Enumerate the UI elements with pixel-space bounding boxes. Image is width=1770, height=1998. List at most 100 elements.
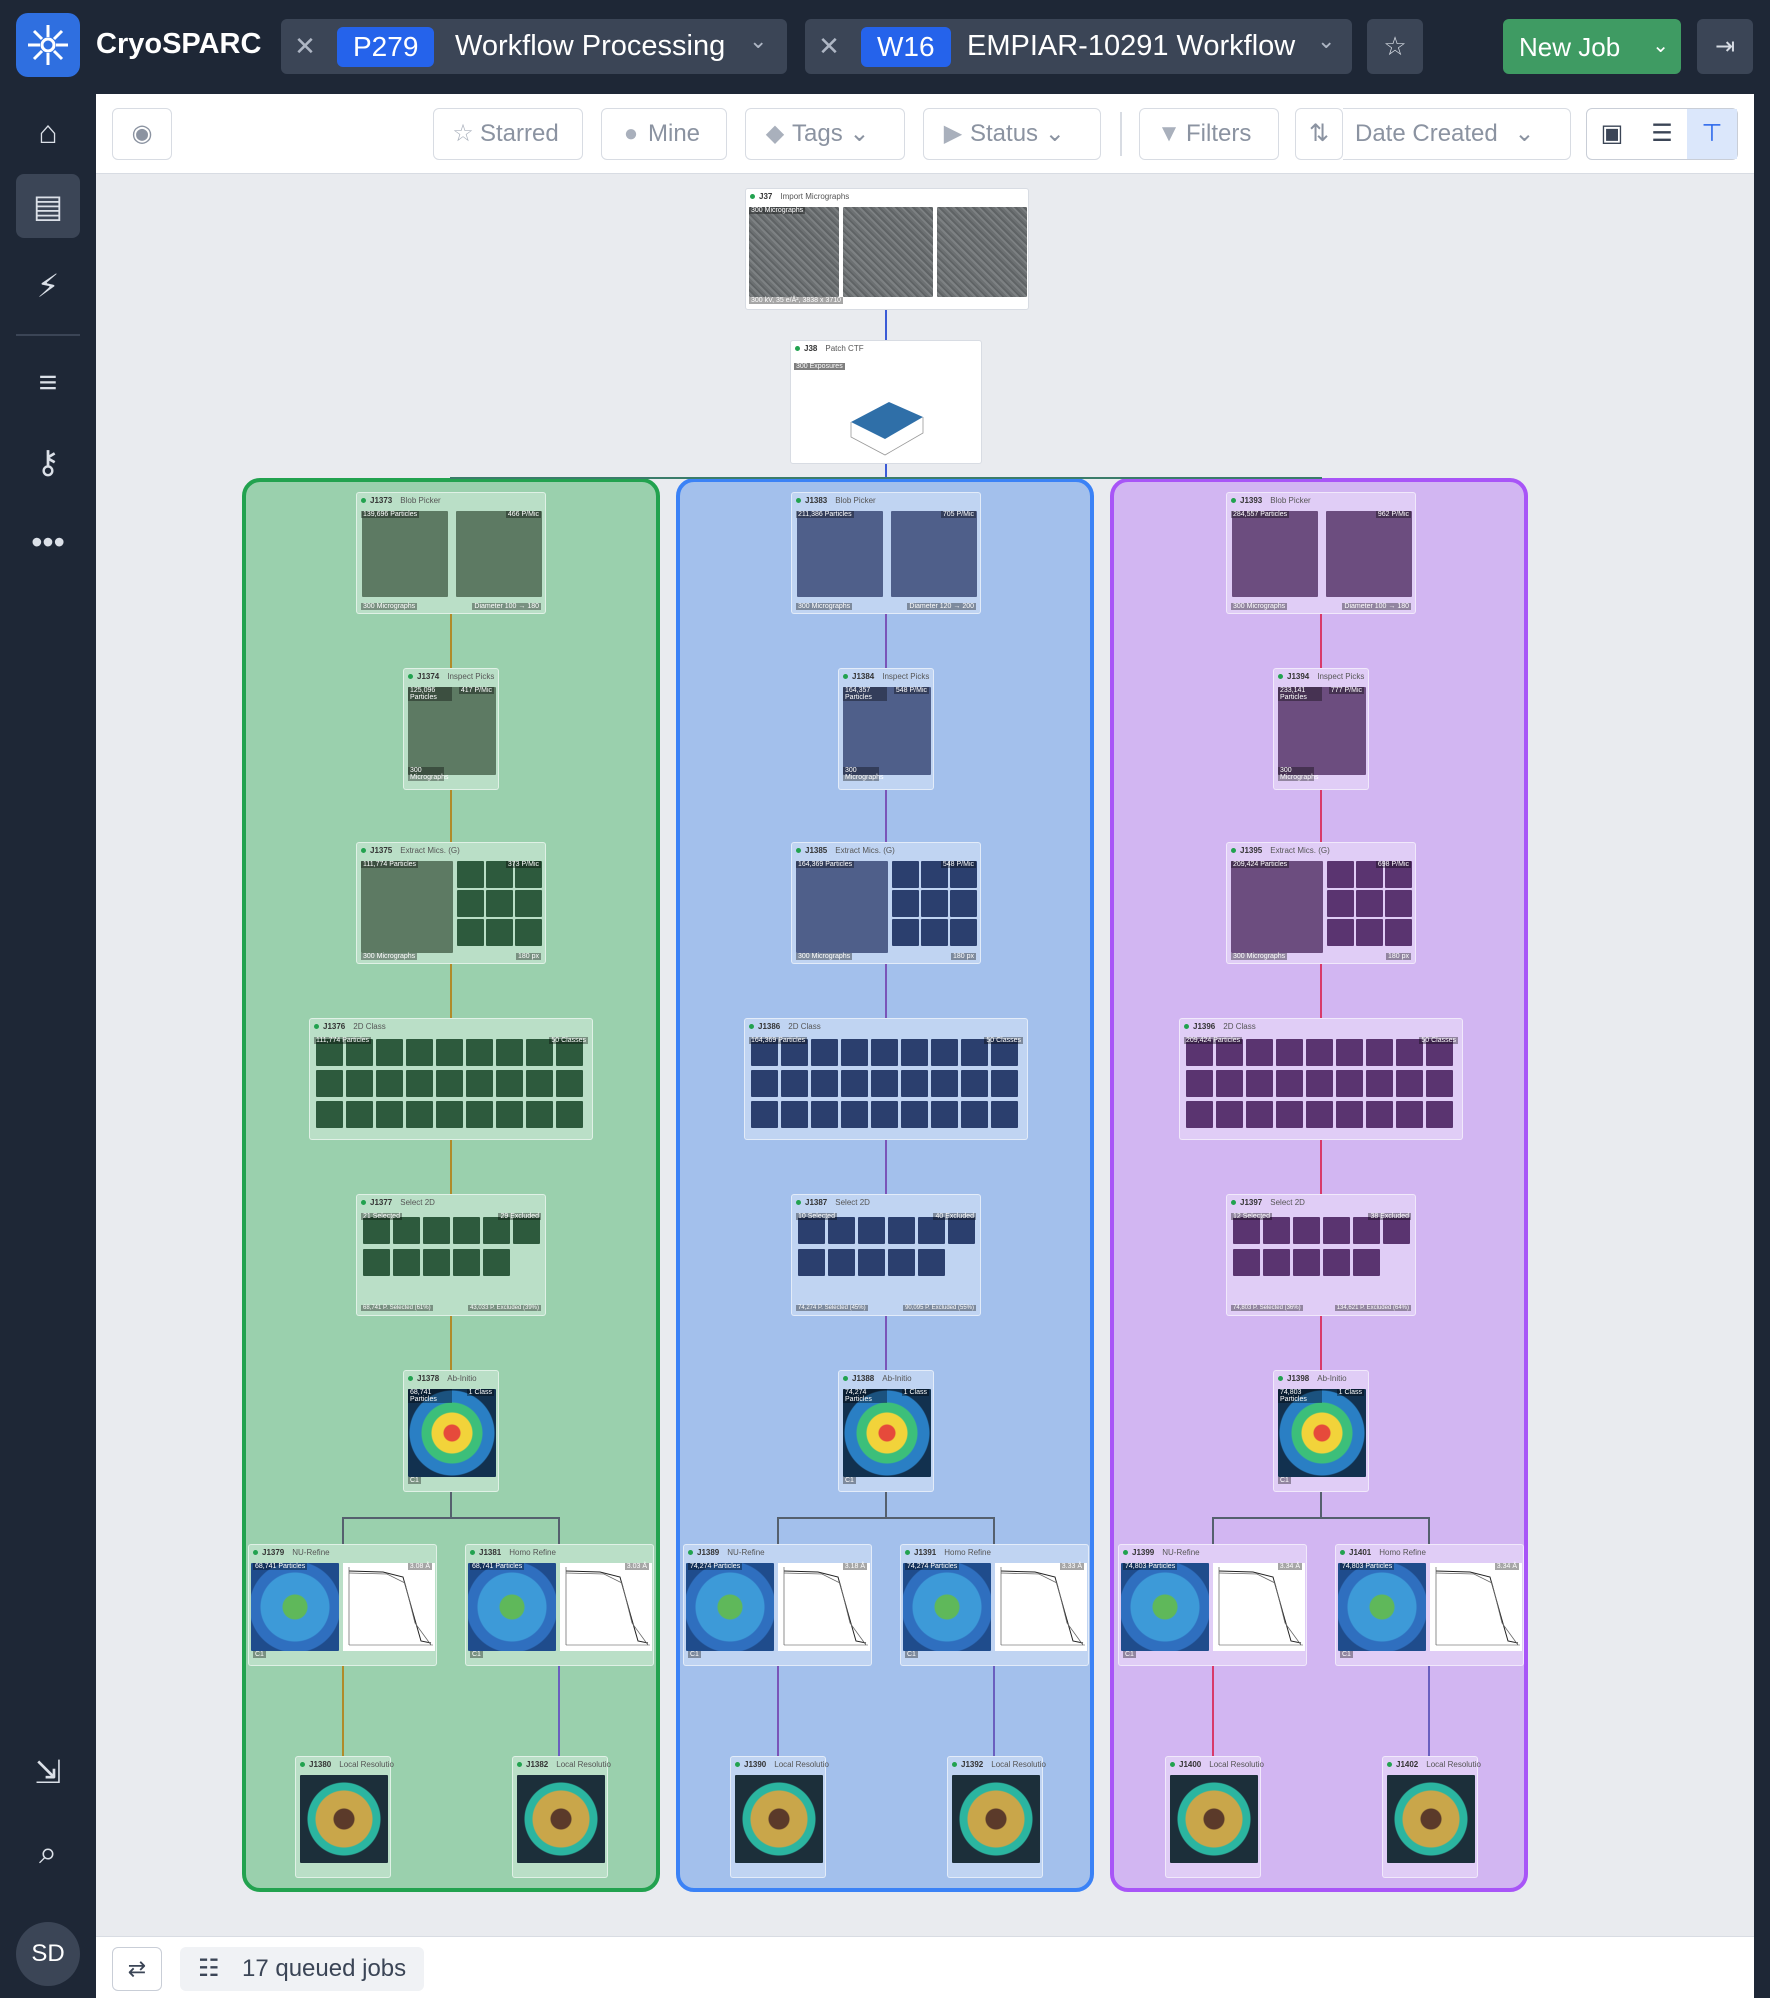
connector-line bbox=[450, 1492, 452, 1518]
class-average-image bbox=[496, 1101, 523, 1128]
status-filter-button[interactable]: ▶Status ⌄ bbox=[923, 108, 1101, 160]
selected-particles: 74,274 P. Selected (45%) bbox=[796, 1305, 868, 1311]
job-id: J1379 bbox=[262, 1548, 285, 1557]
excluded-particles: 134,621 P. Excluded (64%) bbox=[1334, 1305, 1411, 1311]
sort-select[interactable]: Date Created ⌄ bbox=[1343, 108, 1571, 160]
avatar[interactable]: SD bbox=[16, 1922, 80, 1986]
search-icon[interactable]: ⌕ bbox=[39, 1834, 57, 1870]
connector-line bbox=[1212, 1666, 1214, 1756]
card-view-icon[interactable]: ▣ bbox=[1600, 120, 1624, 147]
status-dot bbox=[253, 1550, 258, 1556]
class-average-image bbox=[1293, 1249, 1320, 1276]
sidebar-toggle-icon[interactable]: ⇥ bbox=[1697, 19, 1753, 74]
key-icon[interactable]: ⚷ bbox=[36, 444, 60, 480]
app-name: CryoSPARC bbox=[96, 28, 262, 60]
job-id: J1381 bbox=[479, 1548, 502, 1557]
starred-filter-button[interactable]: ☆Starred bbox=[433, 108, 583, 160]
mine-filter-button[interactable]: ●Mine bbox=[601, 108, 727, 160]
sliders-icon[interactable]: ≡ bbox=[38, 364, 58, 400]
resolution: 3.08 Å bbox=[407, 1563, 432, 1570]
chevron-down-icon[interactable]: ⌄ bbox=[1317, 28, 1336, 53]
job-name: 2D Class bbox=[1223, 1022, 1256, 1031]
star-icon[interactable]: ☆ bbox=[1367, 19, 1423, 74]
class-count: 1 Class bbox=[1336, 1389, 1364, 1396]
queued-jobs-indicator[interactable]: ☷17 queued jobs bbox=[180, 1947, 425, 1991]
micrograph-image bbox=[1231, 861, 1323, 953]
class-average-image bbox=[1396, 1039, 1423, 1066]
home-icon[interactable]: ⌂ bbox=[38, 114, 58, 150]
chevron-down-icon[interactable]: ⌄ bbox=[749, 28, 768, 53]
symmetry: C1 bbox=[1123, 1651, 1136, 1658]
sort-order-icon[interactable]: ⇅ bbox=[1295, 108, 1343, 160]
job-id: J1374 bbox=[417, 672, 440, 681]
new-job-button[interactable]: New Job ⌄ bbox=[1503, 19, 1681, 74]
job-name: Inspect Picks bbox=[882, 672, 930, 681]
filters-button[interactable]: ▼Filters bbox=[1139, 108, 1279, 160]
job-name: Select 2D bbox=[1270, 1198, 1305, 1207]
projects-icon[interactable]: ▤ bbox=[16, 174, 80, 238]
connector-line bbox=[777, 1666, 779, 1756]
chevron-down-icon[interactable]: ⌄ bbox=[1652, 35, 1669, 57]
swap-icon[interactable]: ⇄ bbox=[112, 1947, 162, 1991]
class-average-image bbox=[1323, 1249, 1350, 1276]
tags-filter-button[interactable]: ◆Tags ⌄ bbox=[745, 108, 905, 160]
job-header: J1388 Ab-Initio bbox=[843, 1374, 912, 1384]
workspace-tab[interactable]: ✕ W16 EMPIAR-10291 Workflow ⌄ bbox=[805, 19, 1352, 74]
job-id: J38 bbox=[804, 344, 818, 353]
job-id: J1380 bbox=[309, 1760, 332, 1769]
class-average-image bbox=[1276, 1101, 1303, 1128]
close-icon[interactable]: ✕ bbox=[818, 31, 840, 61]
tree-view-icon[interactable]: ⊤ bbox=[1687, 109, 1737, 159]
job-id: J1388 bbox=[852, 1374, 875, 1383]
job-name: Ab-Initio bbox=[882, 1374, 912, 1383]
logout-icon[interactable]: ⇲ bbox=[34, 1754, 62, 1790]
class-average-image bbox=[486, 890, 513, 917]
table-view-icon[interactable]: ☰ bbox=[1651, 120, 1673, 147]
micrograph-count: 300 Micrographs bbox=[843, 767, 884, 781]
eye-icon[interactable]: ◉ bbox=[112, 108, 172, 160]
more-icon[interactable]: ••• bbox=[31, 524, 65, 560]
project-tab[interactable]: ✕ P279 Workflow Processing ⌄ bbox=[281, 19, 787, 74]
ab-initio-volume-image bbox=[843, 1389, 931, 1477]
lightning-icon[interactable]: ⚡ bbox=[36, 268, 60, 304]
close-icon[interactable]: ✕ bbox=[294, 31, 316, 61]
particle-count: 164,369 Particles bbox=[796, 861, 855, 868]
cryosparc-logo-icon[interactable] bbox=[16, 13, 80, 77]
particle-count: 164,357 Particles bbox=[843, 687, 887, 701]
